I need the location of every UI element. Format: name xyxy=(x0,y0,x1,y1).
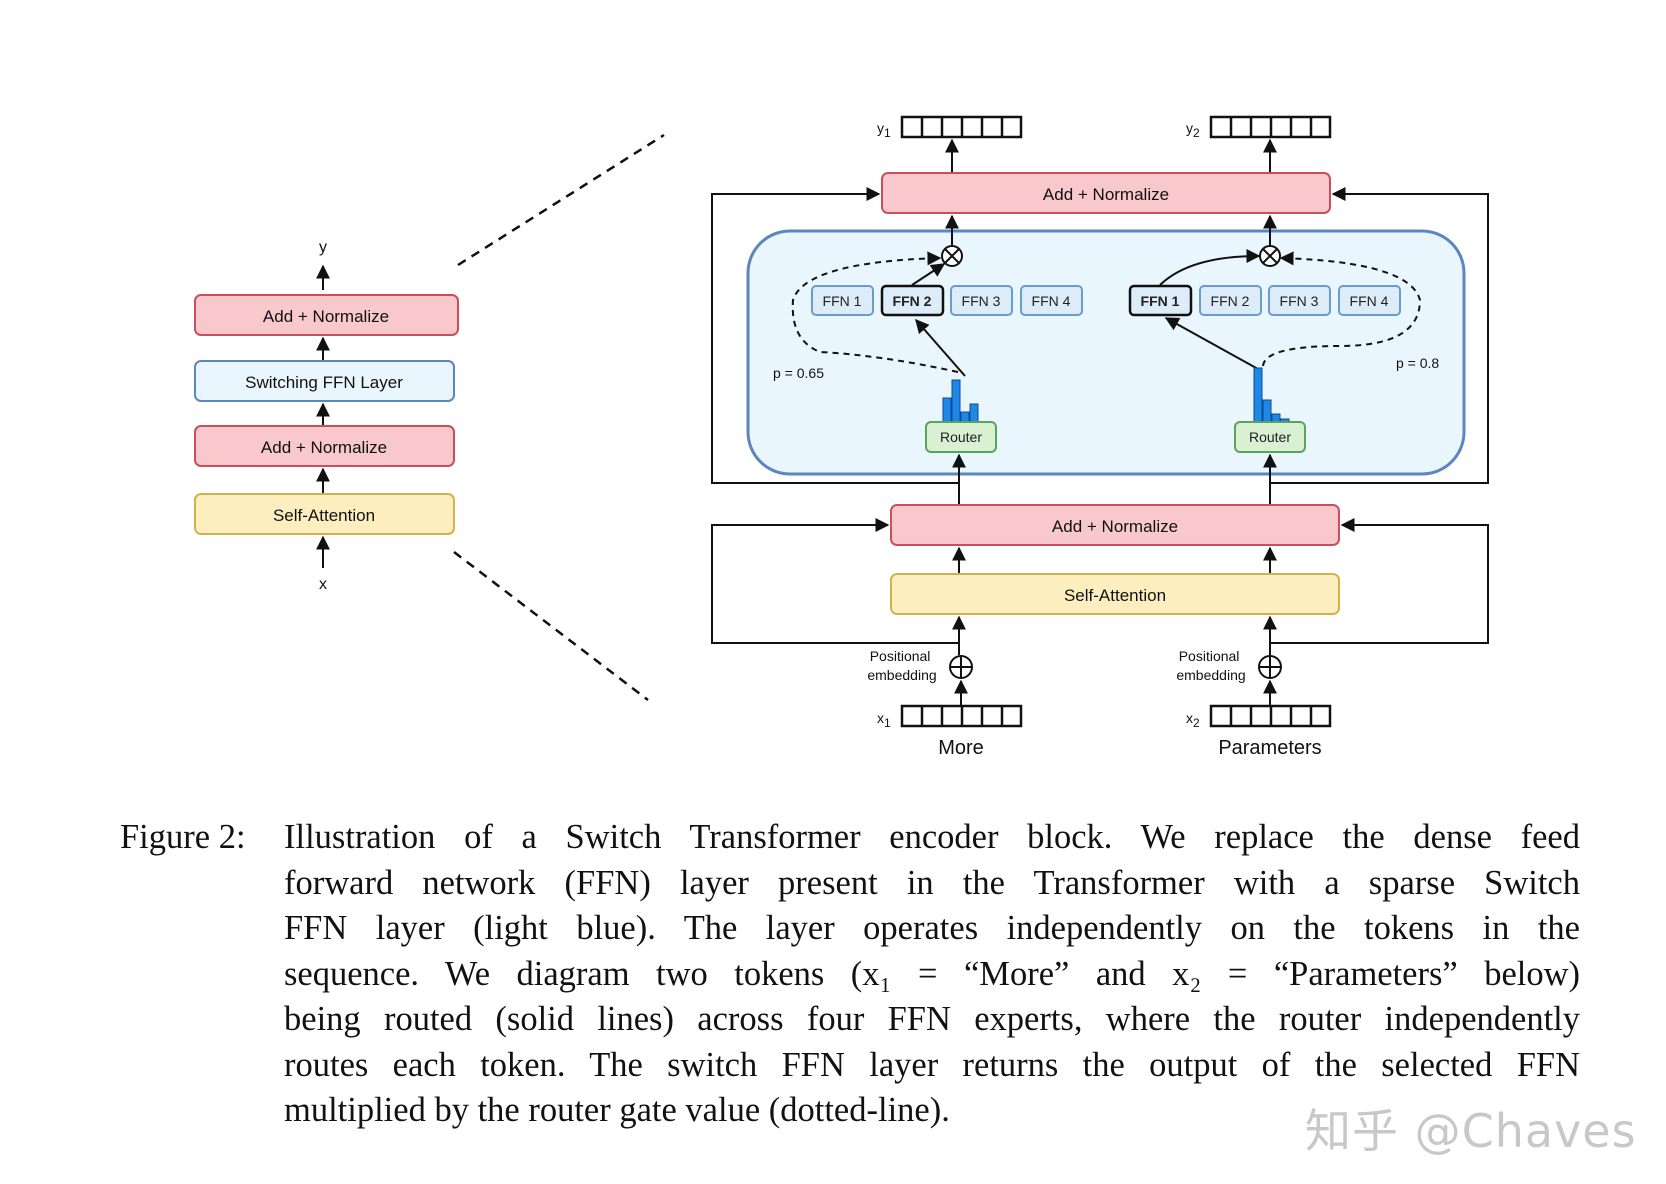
right-add-normalize-mid xyxy=(890,504,1340,546)
output-vector-y1 xyxy=(900,115,1023,139)
caption-line: multiplied by the router gate value (dot… xyxy=(284,1091,950,1129)
expert-ffn2-right xyxy=(1199,285,1262,316)
switch-ffn-layer xyxy=(746,229,1466,476)
expert-ffn3-left xyxy=(950,285,1013,316)
left-switching-ffn-layer xyxy=(194,360,455,402)
svg-text:Router: Router xyxy=(1249,429,1291,445)
caption-line: FFN layer (light blue). The layer operat… xyxy=(284,909,1580,947)
input-x1-label: x1 xyxy=(877,710,891,730)
caption-line: forward network (FFN) layer present in t… xyxy=(284,863,1580,902)
input-vector-x2 xyxy=(1209,704,1332,728)
caption-line: routes each token. The switch FFN layer … xyxy=(284,1045,1580,1084)
expert-ffn2-left-selected xyxy=(880,284,945,317)
prob-right-label: p = 0.8 xyxy=(1396,355,1439,371)
left-encoder-stack: y Add + Normalize Switching FFN Layer Ad… xyxy=(194,239,459,593)
route-left-to-ffn2 xyxy=(915,318,966,377)
router-left xyxy=(925,421,997,453)
expert-group-left: FFN 1 FFN 2 FFN 3 FFN 4 xyxy=(811,284,1083,317)
svg-text:FFN 4: FFN 4 xyxy=(1350,293,1389,309)
left-add-normalize-bottom xyxy=(194,425,455,467)
left-self-attention xyxy=(194,493,455,535)
svg-text:FFN 4: FFN 4 xyxy=(1032,293,1071,309)
expert-ffn3-right xyxy=(1268,285,1331,316)
caption-line: being routed (solid lines) across four F… xyxy=(284,1000,1580,1038)
right-add-normalize-mid-label: Add + Normalize xyxy=(1052,517,1178,536)
router-right xyxy=(1234,421,1306,453)
svg-text:FFN 1: FFN 1 xyxy=(823,293,862,309)
left-add-normalize-top-label: Add + Normalize xyxy=(263,307,389,326)
svg-text:FFN 2: FFN 2 xyxy=(893,293,932,309)
input-vector-x1 xyxy=(900,704,1023,728)
caption-body: Illustration of a Switch Transformer enc… xyxy=(284,815,1580,1134)
gate-dashed-right xyxy=(1262,251,1422,367)
caption-line: sequence. We diagram two tokens (x₁ = “M… xyxy=(284,954,1580,993)
left-add-normalize-bottom-label: Add + Normalize xyxy=(261,438,387,457)
right-encoder-block: y1 y2 Add + Normalize xyxy=(711,115,1489,759)
expert-ffn1-left xyxy=(811,285,874,316)
left-add-normalize-top xyxy=(194,294,459,336)
watermark: 知乎 @Chaves xyxy=(1305,1104,1637,1158)
expert-ffn1-right-selected xyxy=(1128,284,1193,317)
svg-text:FFN 1: FFN 1 xyxy=(1141,293,1180,309)
expert-group-right: FFN 1 FFN 2 FFN 3 FFN 4 xyxy=(1128,284,1401,317)
token-word-parameters: Parameters xyxy=(1218,737,1321,759)
svg-text:Router: Router xyxy=(940,429,982,445)
gate-dashed-left xyxy=(791,251,959,373)
svg-text:FFN 3: FFN 3 xyxy=(1280,293,1319,309)
right-add-normalize-top xyxy=(881,172,1331,214)
token-word-more: More xyxy=(938,737,984,759)
caption-line: Illustration of a Switch Transformer enc… xyxy=(284,818,1580,856)
left-input-label: x xyxy=(319,576,327,593)
route-right-to-ffn1 xyxy=(1164,317,1259,370)
output-y2-label: y2 xyxy=(1186,120,1200,140)
caption-label: Figure 2: xyxy=(120,818,246,856)
expert-ffn4-right xyxy=(1338,285,1401,316)
positional-add-left xyxy=(949,655,973,679)
left-self-attention-label: Self-Attention xyxy=(273,506,375,525)
right-add-normalize-top-label: Add + Normalize xyxy=(1043,185,1169,204)
switch-transformer-diagram: y Add + Normalize Switching FFN Layer Ad… xyxy=(194,115,1489,759)
multiply-node-left xyxy=(941,245,963,267)
multiply-node-right xyxy=(1259,245,1281,267)
output-vector-y2 xyxy=(1209,115,1332,139)
positional-add-right xyxy=(1258,655,1282,679)
left-switching-ffn-label: Switching FFN Layer xyxy=(245,373,403,392)
expert-ffn4-left xyxy=(1020,285,1083,316)
right-self-attention xyxy=(890,573,1340,615)
prob-left-label: p = 0.65 xyxy=(773,365,824,381)
right-self-attention-label: Self-Attention xyxy=(1064,586,1166,605)
zoom-line-top xyxy=(457,133,665,267)
zoom-line-bottom xyxy=(453,551,649,701)
left-output-label: y xyxy=(319,239,327,256)
input-x2-label: x2 xyxy=(1186,710,1200,730)
output-y1-label: y1 xyxy=(877,120,891,140)
positional-label-right: Positional embedding xyxy=(1176,648,1245,683)
positional-label-left: Positional embedding xyxy=(867,648,936,683)
svg-text:FFN 3: FFN 3 xyxy=(962,293,1001,309)
svg-text:FFN 2: FFN 2 xyxy=(1211,293,1250,309)
